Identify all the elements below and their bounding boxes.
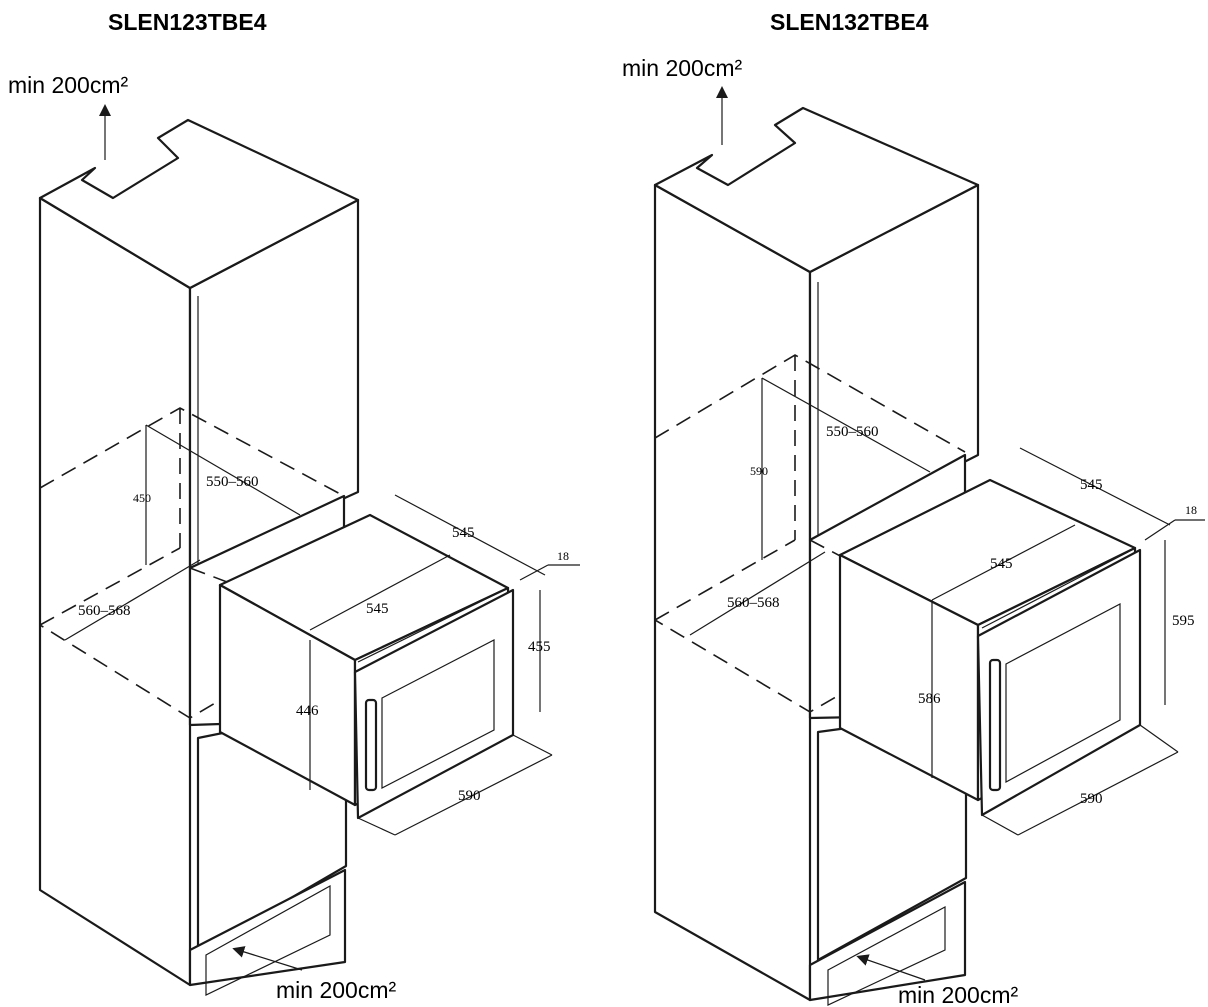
right-diagram: SLEN132TBE4 min 200cm² bbox=[622, 9, 1205, 1007]
left-dim-niche-depth: 550–560 bbox=[206, 474, 259, 490]
left-model-title: SLEN123TBE4 bbox=[108, 9, 267, 35]
right-bottom-vent-label: min 200cm² bbox=[898, 982, 1018, 1007]
left-dim-unit-height: 455 bbox=[528, 639, 551, 655]
right-bottom-vent-arrow bbox=[856, 954, 926, 981]
left-dim-niche-width: 560–568 bbox=[78, 603, 131, 619]
right-dim-body-height: 586 bbox=[918, 691, 941, 707]
right-dimensions: 590 550–560 560–568 545 545 18 595 586 5… bbox=[689, 377, 1205, 836]
right-model-title: SLEN132TBE4 bbox=[770, 9, 929, 35]
right-dim-unit-depth-inner: 545 bbox=[990, 556, 1013, 572]
right-dim-niche-width: 560–568 bbox=[727, 595, 780, 611]
right-dim-niche-height: 590 bbox=[750, 464, 768, 478]
left-dimensions: 450 550–560 560–568 545 545 18 455 446 5… bbox=[64, 424, 580, 836]
left-dim-unit-depth: 545 bbox=[452, 525, 475, 541]
right-dim-niche-depth: 550–560 bbox=[826, 424, 879, 440]
left-dim-door-thickness: 18 bbox=[557, 549, 569, 563]
left-appliance bbox=[218, 513, 515, 820]
left-bottom-vent-label: min 200cm² bbox=[276, 977, 396, 1003]
left-dim-niche-height: 450 bbox=[133, 491, 151, 505]
left-dim-body-height: 446 bbox=[296, 703, 319, 719]
right-dim-unit-height: 595 bbox=[1172, 613, 1195, 629]
right-dim-unit-depth: 545 bbox=[1080, 477, 1103, 493]
right-dim-unit-width: 590 bbox=[1080, 791, 1103, 807]
left-top-vent-label: min 200cm² bbox=[8, 72, 128, 98]
left-dim-unit-depth-inner: 545 bbox=[366, 601, 389, 617]
right-dim-door-thickness: 18 bbox=[1185, 503, 1197, 517]
left-dim-unit-width: 590 bbox=[458, 788, 481, 804]
right-top-vent-label: min 200cm² bbox=[622, 55, 742, 81]
right-appliance bbox=[838, 478, 1142, 817]
left-bottom-vent-arrow bbox=[232, 946, 303, 971]
left-diagram: SLEN123TBE4 min 200cm² bbox=[8, 9, 580, 1003]
